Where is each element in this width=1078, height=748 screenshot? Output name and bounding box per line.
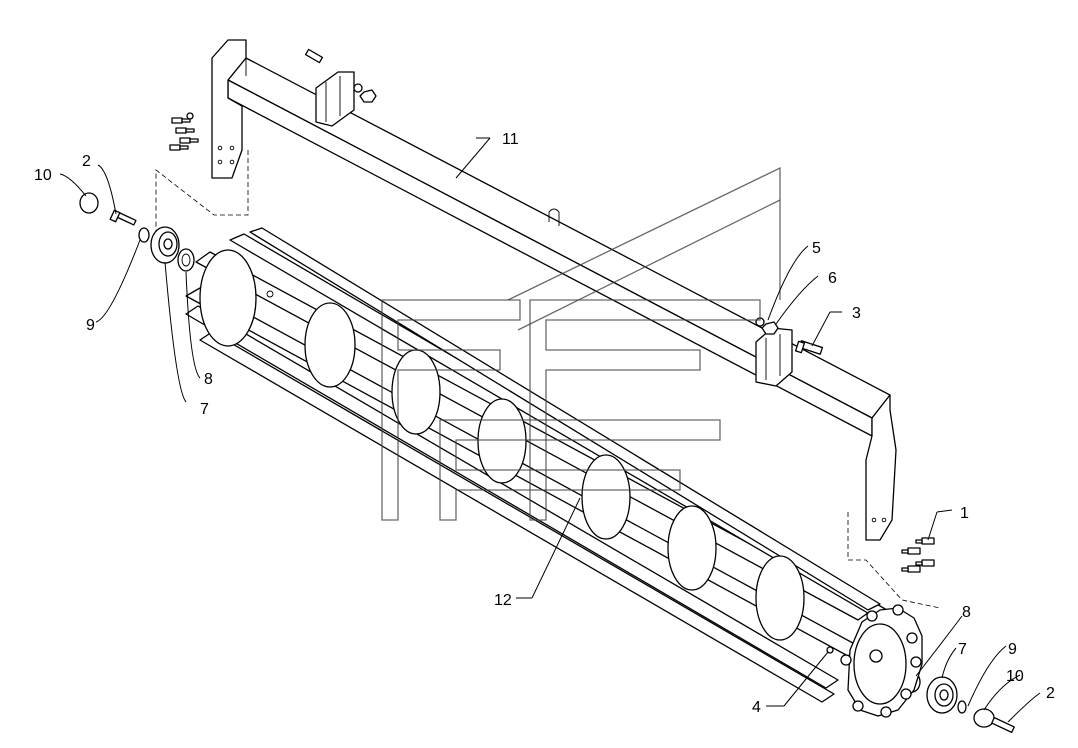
leader-lines: [59, 137, 1041, 723]
phantom-lines: [155, 150, 941, 609]
callout-10-left: 10: [34, 167, 52, 184]
callout-7-right: 7: [958, 641, 967, 658]
callout-6: 6: [828, 270, 837, 287]
left-bearing-group: [79, 192, 195, 272]
callout-11: 11: [502, 131, 519, 148]
callout-1: 1: [960, 505, 969, 522]
callout-8-left: 8: [204, 371, 213, 388]
callout-8-right: 8: [962, 604, 971, 621]
callout-7-left: 7: [200, 401, 209, 418]
callout-4: 4: [752, 699, 761, 716]
callout-3: 3: [852, 305, 861, 322]
roller-cage: [185, 227, 923, 718]
frame-beam: [211, 39, 897, 541]
callout-5: 5: [812, 240, 821, 257]
callout-10-right: 10: [1006, 668, 1024, 685]
right-bearing-group: [903, 671, 1015, 734]
callout-9-right: 9: [1008, 641, 1017, 658]
stylized-f-logo-watermark: [381, 166, 781, 521]
callout-2-left: 2: [82, 153, 91, 170]
callout-9-left: 9: [86, 317, 95, 334]
callout-2-right: 2: [1046, 685, 1055, 702]
callout-labels: 1 2 2 3 4 5 6 7 7 8 8 9 9 10 10 11 12: [34, 131, 1055, 716]
hardware-bolts: [169, 48, 935, 573]
callout-12: 12: [494, 592, 512, 609]
